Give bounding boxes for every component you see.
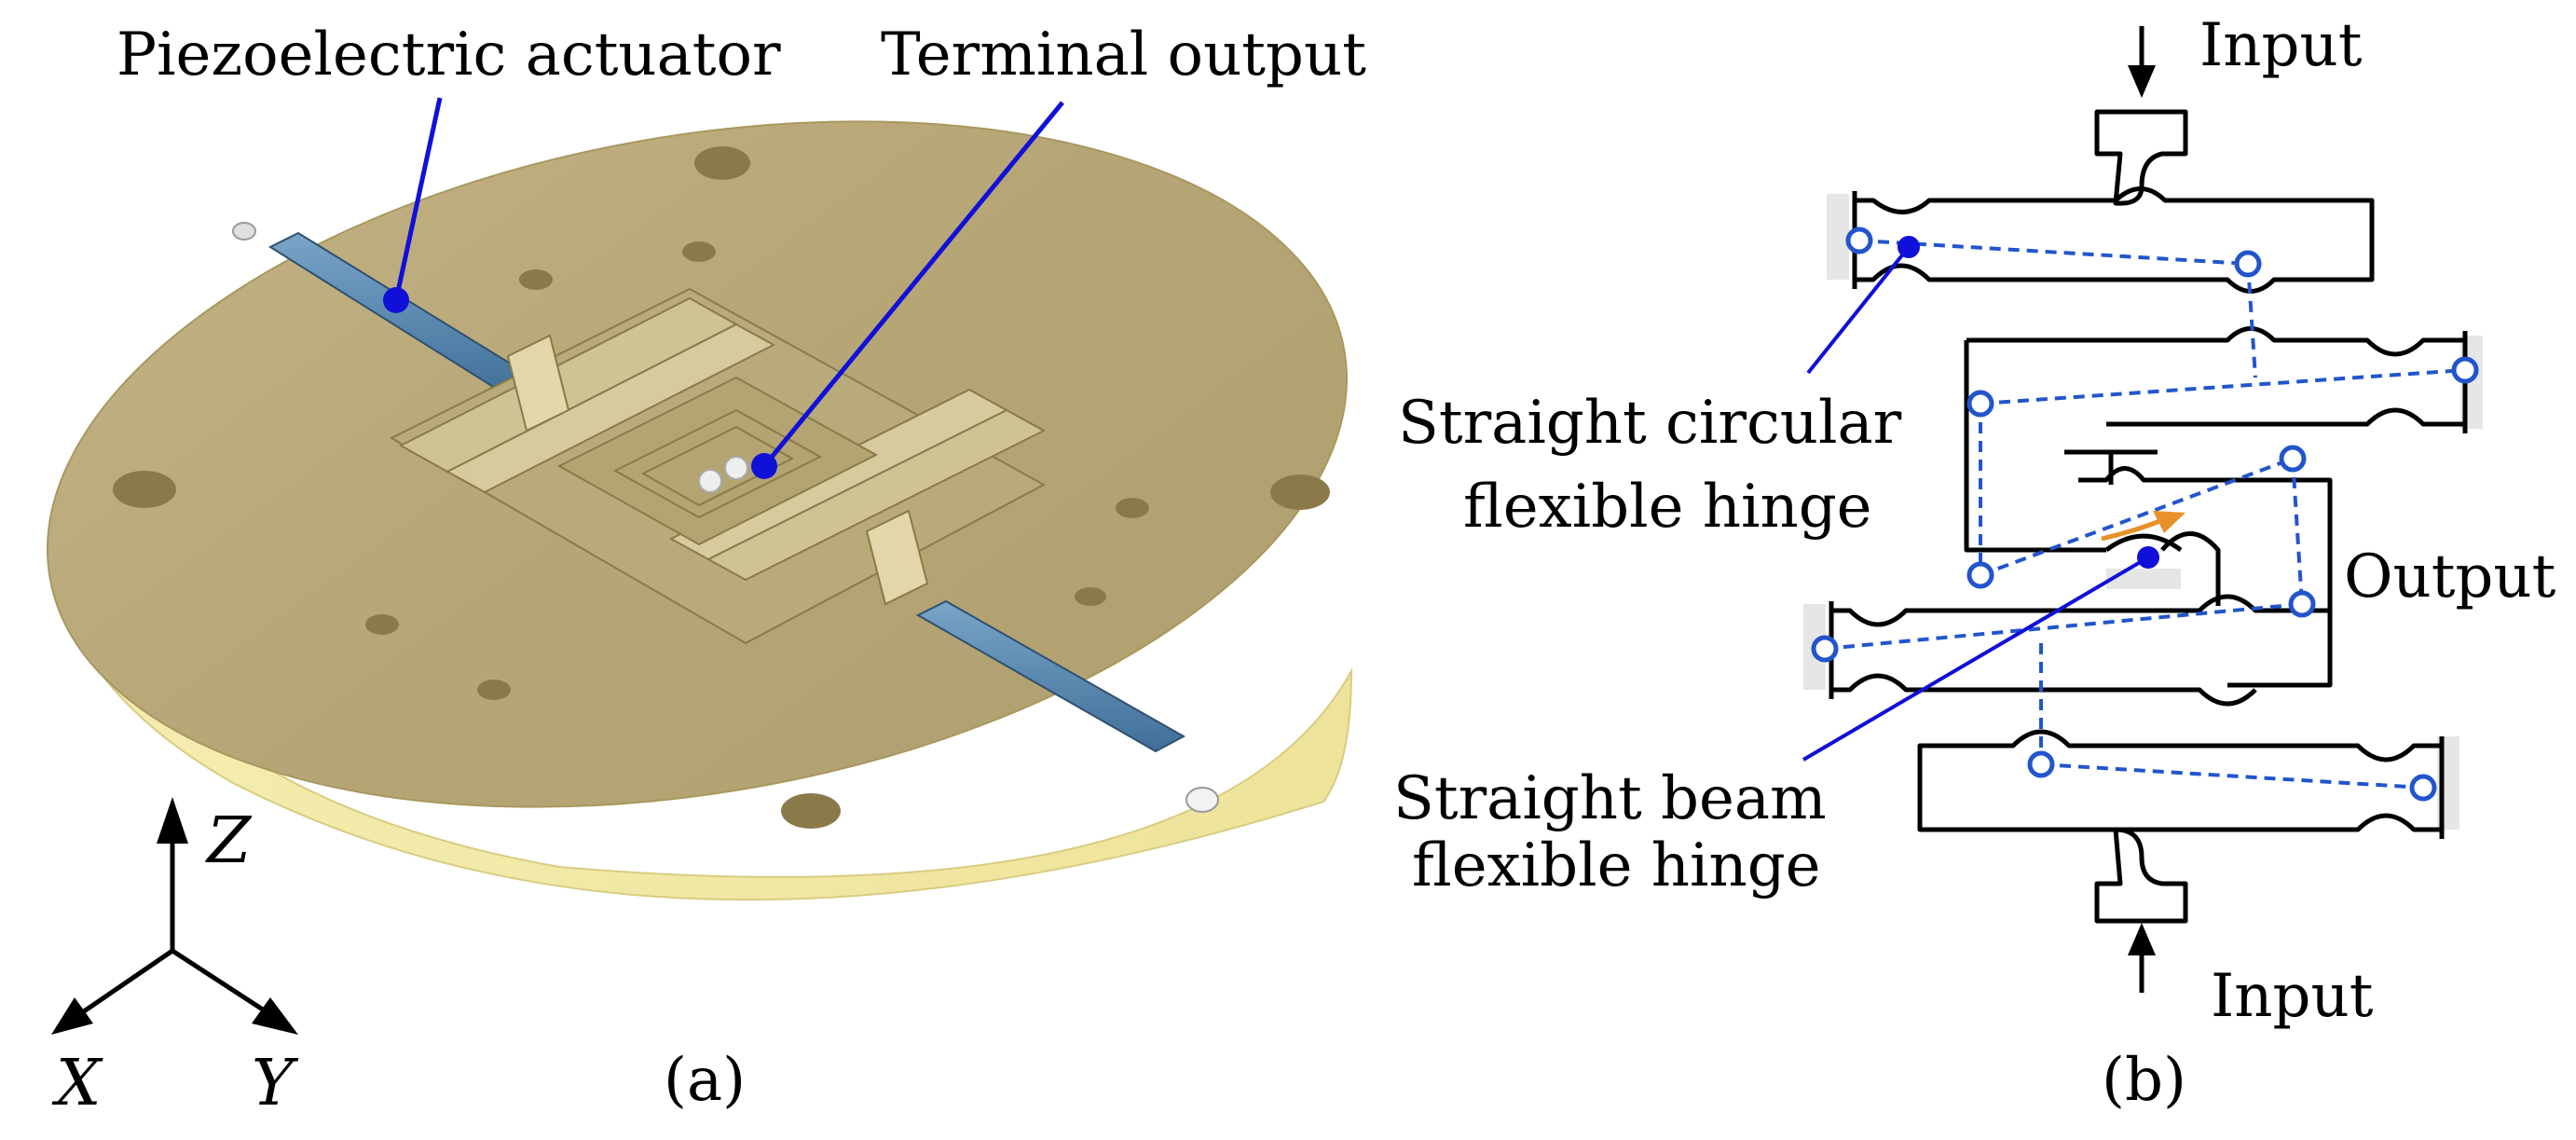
axis-y-label: Y [252, 1047, 299, 1120]
axis-z-label: Z [205, 804, 253, 878]
leader-circular-hinge-dot [1898, 236, 1920, 258]
label-terminal-output: Terminal output [881, 21, 1366, 89]
coordinate-axes [51, 797, 298, 1035]
mechanism [389, 287, 1047, 645]
output-arrow [2101, 511, 2185, 542]
kinematic-links [1824, 239, 2466, 790]
leader-beam-hinge [1802, 556, 2150, 762]
leader-terminal-dot [751, 453, 777, 479]
label-beam-hinge-line1: Straight beam [1393, 764, 1827, 833]
caption-a: (a) [664, 1046, 746, 1115]
leader-beam-hinge-dot [2137, 546, 2159, 569]
label-circular-hinge-line2: flexible hinge [1463, 473, 1872, 542]
panel-a: Piezoelectric actuator Terminal output Z… [47, 21, 1366, 1120]
panel-b: Input Input Output Straight circular fle… [1393, 11, 2556, 1115]
label-circular-hinge-line1: Straight circular [1398, 389, 1902, 458]
side-screw-right [1185, 787, 1219, 813]
mounting-holes [113, 146, 1330, 829]
label-output: Output [2344, 543, 2556, 611]
label-input-bottom: Input [2211, 962, 2374, 1031]
leader-piezo [393, 97, 443, 301]
axis-x-label: X [51, 1047, 103, 1120]
caption-b: (b) [2102, 1046, 2186, 1115]
piezo-rod-right [915, 599, 1186, 753]
output-screw-2 [724, 456, 748, 480]
label-input-top: Input [2199, 11, 2363, 80]
label-piezoelectric-actuator: Piezoelectric actuator [116, 21, 781, 89]
leader-circular-hinge [1806, 245, 1911, 375]
plate-side [51, 507, 1353, 901]
label-beam-hinge-line2: flexible hinge [1412, 831, 1821, 900]
mechanism-outline [1829, 109, 2468, 924]
fixed-anchors [1803, 194, 2483, 830]
output-screw-1 [698, 469, 722, 493]
leader-piezo-dot [383, 287, 409, 313]
joints [1811, 227, 2479, 802]
input-arrows [2128, 26, 2156, 993]
leader-terminal [762, 101, 1064, 468]
side-screw-left [232, 222, 256, 240]
